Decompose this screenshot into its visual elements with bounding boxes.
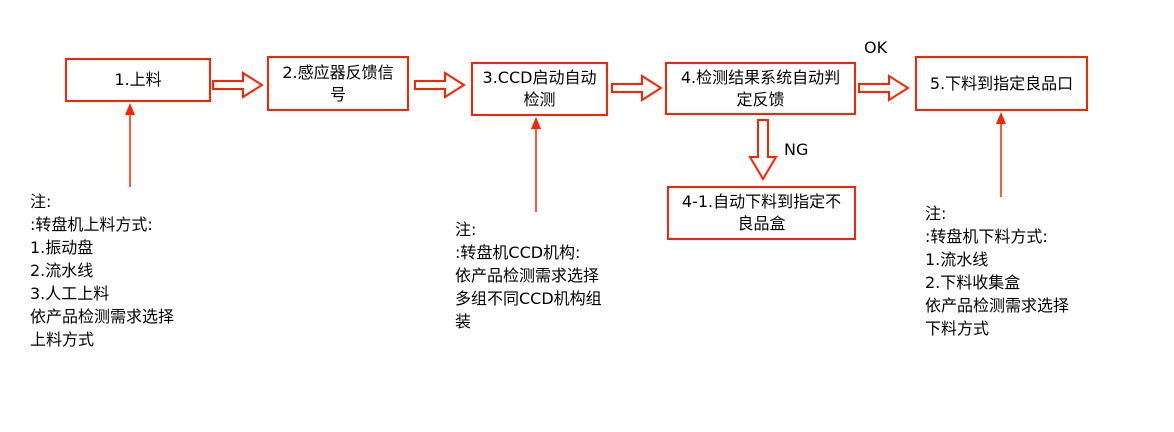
note-arrow-to-box1-icon <box>125 103 135 187</box>
note-arrow-to-box5-icon <box>996 112 1006 197</box>
ok-label: OK <box>864 38 888 57</box>
flow-box-sensor-feedback-label: 2.感应器反馈信号 <box>282 62 394 104</box>
flow-box-loading-label: 1.上料 <box>114 70 162 89</box>
block-arrow-1-to-2-icon <box>212 71 264 99</box>
flow-box-result-judge: 4.检测结果系统自动判定反馈 <box>665 62 856 115</box>
block-arrow-2-to-3-icon <box>414 71 466 99</box>
flow-box-unload-good: 5.下料到指定良品口 <box>915 56 1088 111</box>
flow-box-unload-good-label: 5.下料到指定良品口 <box>929 73 1074 93</box>
note-ccd: 注: :转盘机CCD机构: 依产品检测需求选择 多组不同CCD机构组 装 <box>455 220 602 331</box>
block-arrow-4-to-4-1-icon <box>748 119 778 181</box>
note-unloading: 注: :转盘机下料方式: 1.流水线 2.下料收集盒 依产品检测需求选择 下料方… <box>925 204 1070 338</box>
flow-box-sensor-feedback: 2.感应器反馈信号 <box>267 56 409 111</box>
flow-box-loading: 1.上料 <box>65 58 211 102</box>
flow-box-unload-reject: 4-1.自动下料到指定不良品盒 <box>667 186 856 240</box>
flow-box-unload-reject-label: 4-1.自动下料到指定不良品盒 <box>681 192 842 233</box>
note-loading: 注: :转盘机上料方式: 1.振动盘 2.流水线 3.人工上料 依产品检测需求选… <box>30 192 175 349</box>
note-arrow-to-box3-icon <box>531 117 541 212</box>
flow-box-ccd-detect-label: 3.CCD启动自动 检测 <box>482 68 597 109</box>
flow-box-result-judge-label: 4.检测结果系统自动判定反馈 <box>680 67 841 109</box>
ng-label: NG <box>784 140 809 159</box>
block-arrow-3-to-4-icon <box>611 74 663 102</box>
flow-box-ccd-detect: 3.CCD启动自动 检测 <box>471 62 608 116</box>
block-arrow-4-to-5-icon <box>858 74 910 102</box>
